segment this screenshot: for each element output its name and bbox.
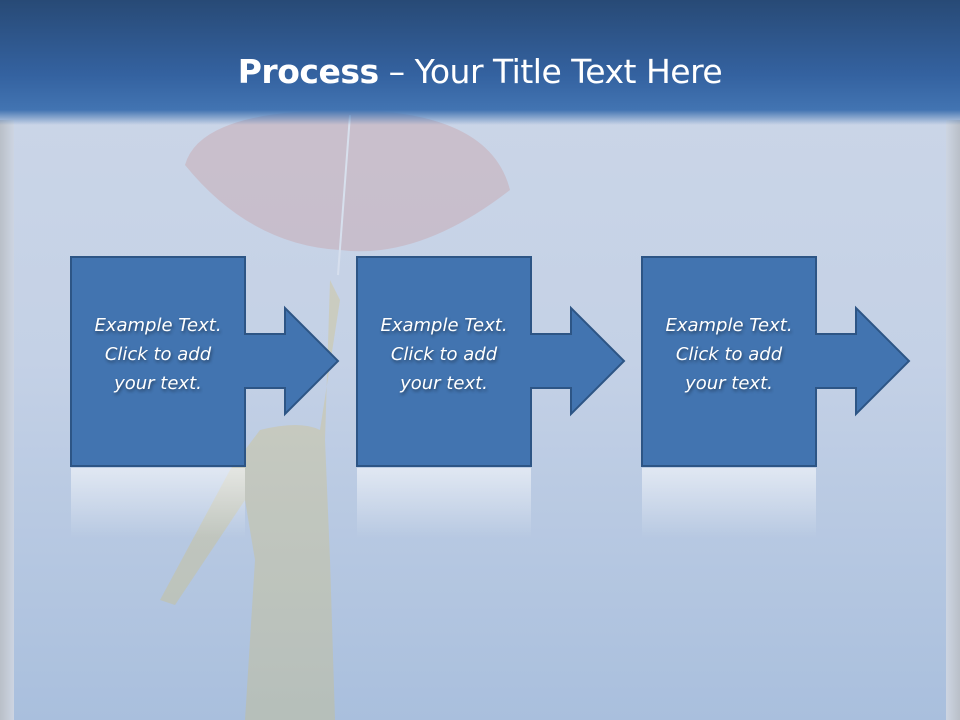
- step-3-text[interactable]: Example Text. Click to add your text.: [642, 311, 816, 398]
- step-2-text[interactable]: Example Text. Click to add your text.: [357, 311, 531, 398]
- step-2-reflection: [357, 468, 531, 538]
- step-1-reflection: [71, 468, 245, 538]
- step-1-line3: your text.: [114, 373, 202, 394]
- slide-title[interactable]: Process – Your Title Text Here: [0, 52, 960, 91]
- title-bar: [0, 0, 960, 125]
- step-3-line1: Example Text.: [665, 315, 793, 336]
- step-1-line1: Example Text.: [94, 315, 222, 336]
- step-1-line2: Click to add: [104, 344, 212, 365]
- title-bold: Process: [237, 52, 379, 91]
- step-3-line3: your text.: [685, 373, 773, 394]
- step-1-text[interactable]: Example Text. Click to add your text.: [71, 311, 245, 398]
- step-2-line2: Click to add: [390, 344, 498, 365]
- step-3-line2: Click to add: [675, 344, 783, 365]
- step-1-arrow-box[interactable]: [70, 256, 340, 467]
- step-2-line1: Example Text.: [380, 315, 508, 336]
- step-2-arrow-box[interactable]: [356, 256, 626, 467]
- umbrella-shape: [185, 110, 510, 252]
- title-rest: – Your Title Text Here: [378, 52, 723, 91]
- step-2-line3: your text.: [400, 373, 488, 394]
- left-edge: [0, 120, 14, 720]
- step-3-reflection: [642, 468, 816, 538]
- step-3-arrow-box[interactable]: [641, 256, 911, 467]
- person-shape: [160, 280, 340, 720]
